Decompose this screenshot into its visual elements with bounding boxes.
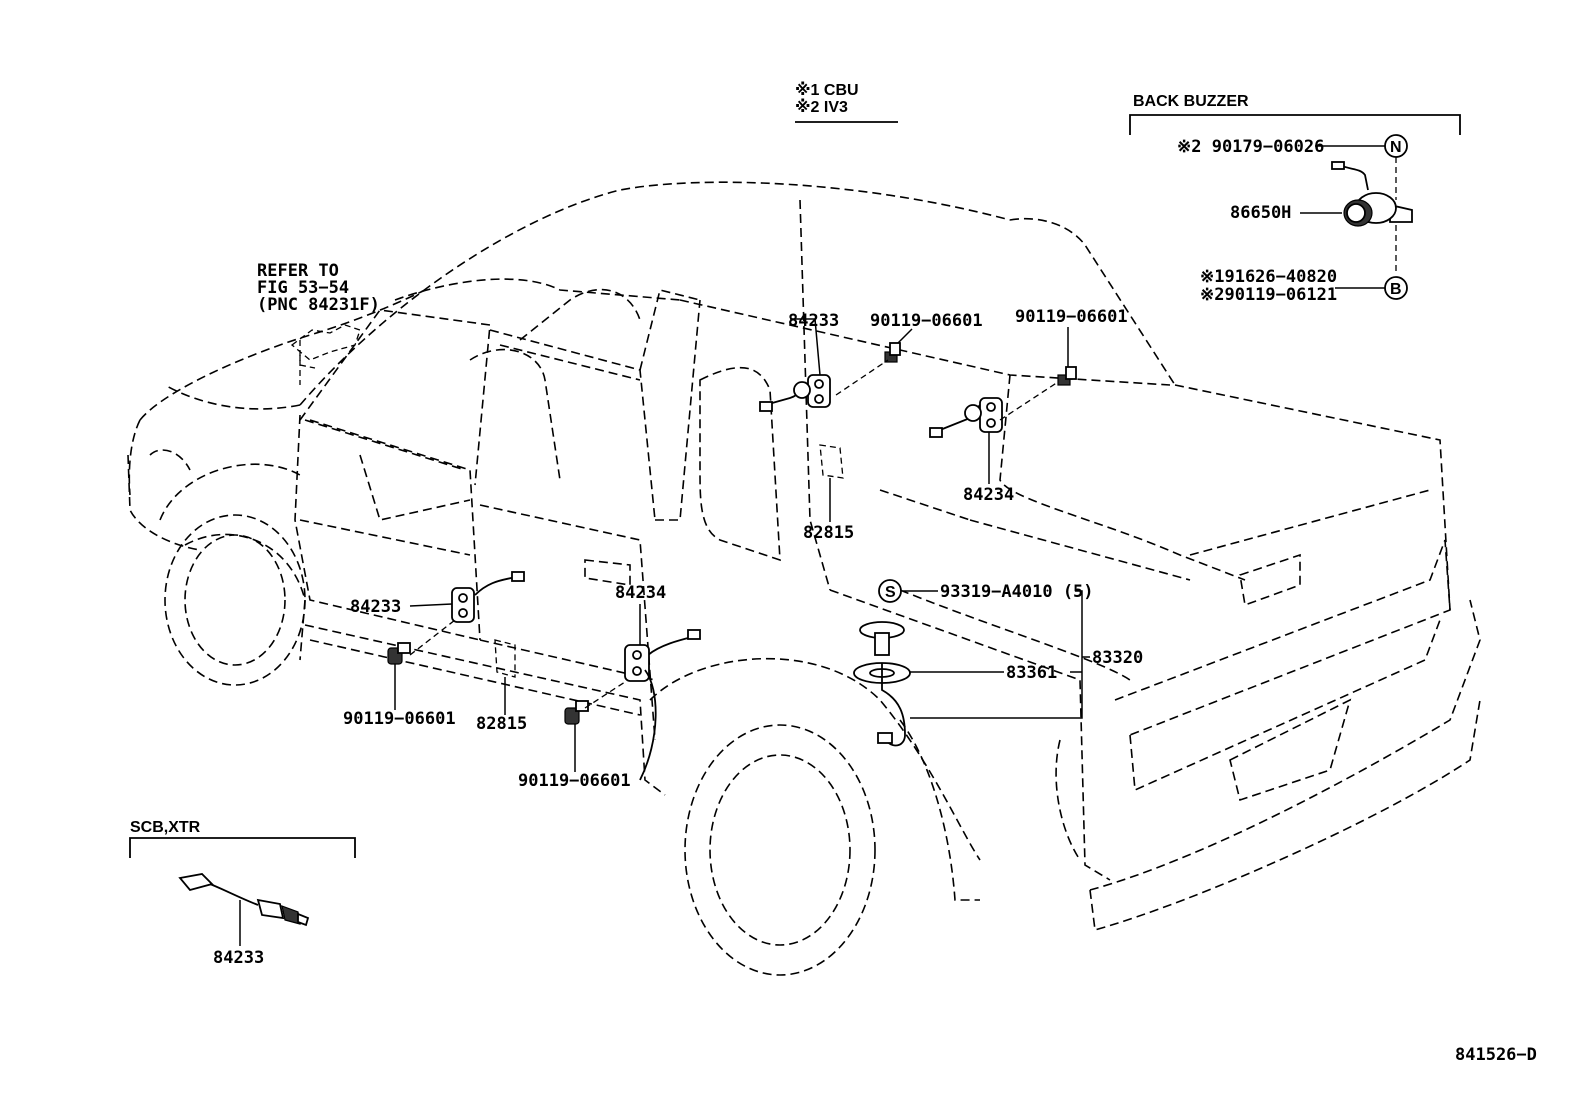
cover-82815-lower [494, 639, 516, 678]
label-93319-A4010: 93319−A4010 (5) [940, 582, 1094, 602]
label-90119-left: 90119−06601 [343, 709, 456, 729]
label-84234-mid: 84234 [615, 583, 666, 603]
label-90119-upper-right: 90119−06601 [1015, 307, 1128, 327]
bolt-90119-upper-mid [884, 342, 901, 363]
note-cbu: ※1 CBU [795, 81, 859, 99]
label-84233-scb: 84233 [213, 948, 264, 968]
label-84233-upper: 84233 [788, 311, 839, 331]
marker-s-icon [878, 579, 902, 603]
back-buzzer-title: BACK BUZZER [1133, 93, 1249, 110]
scb-xtr-title: SCB,XTR [130, 819, 201, 836]
label-83320: 83320 [1092, 648, 1143, 668]
cover-82815-upper [819, 444, 844, 479]
fuel-sender-83361 [853, 621, 911, 747]
bolt-90119-lower [564, 700, 589, 725]
marker-b: B [1390, 281, 1402, 298]
door-switch-84233-left [451, 571, 525, 623]
label-82815-upper: 82815 [803, 523, 854, 543]
marker-s: S [885, 584, 896, 601]
label-91626-40820: ※191626−40820 [1200, 267, 1337, 287]
label-84234-upper: 84234 [963, 485, 1014, 505]
label-82815-lower: 82815 [476, 714, 527, 734]
back-buzzer-86650H [1331, 161, 1413, 227]
vehicle-outline [127, 181, 1481, 976]
refer-line2: FIG 53−54 [257, 278, 349, 298]
refer-part-84231F [290, 324, 361, 369]
bolt-90119-left [387, 642, 411, 665]
label-83361: 83361 [1006, 663, 1057, 683]
refer-line3: (PNC 84231F) [257, 295, 380, 315]
label-90119-06121: ※290119−06121 [1200, 285, 1337, 305]
door-switch-84234-upper [929, 397, 1003, 438]
label-84233-left: 84233 [350, 597, 401, 617]
marker-n: N [1390, 139, 1402, 156]
label-90119-lower: 90119−06601 [518, 771, 631, 791]
label-90179-06026: ※2 90179−06026 [1177, 137, 1324, 157]
door-switch-84234-mid [624, 629, 701, 781]
label-90119-upper-mid: 90119−06601 [870, 311, 983, 331]
back-buzzer-box: BACK BUZZER ※2 90179−06026 N 86650H ※191… [1129, 93, 1461, 305]
leader-lines [299, 318, 1090, 772]
door-switch-84233-upper [759, 374, 831, 412]
refer-line1: REFER TO [257, 261, 339, 281]
sensor-84233-scb [178, 873, 310, 927]
note-iv3: ※2 IV3 [795, 98, 848, 116]
bolt-90119-upper-right [1057, 366, 1077, 386]
scb-xtr-box: SCB,XTR 84233 [129, 819, 356, 968]
diagram-id: 841526−D [1455, 1045, 1537, 1065]
marker-b-icon [1384, 276, 1408, 300]
label-86650H: 86650H [1230, 203, 1291, 223]
